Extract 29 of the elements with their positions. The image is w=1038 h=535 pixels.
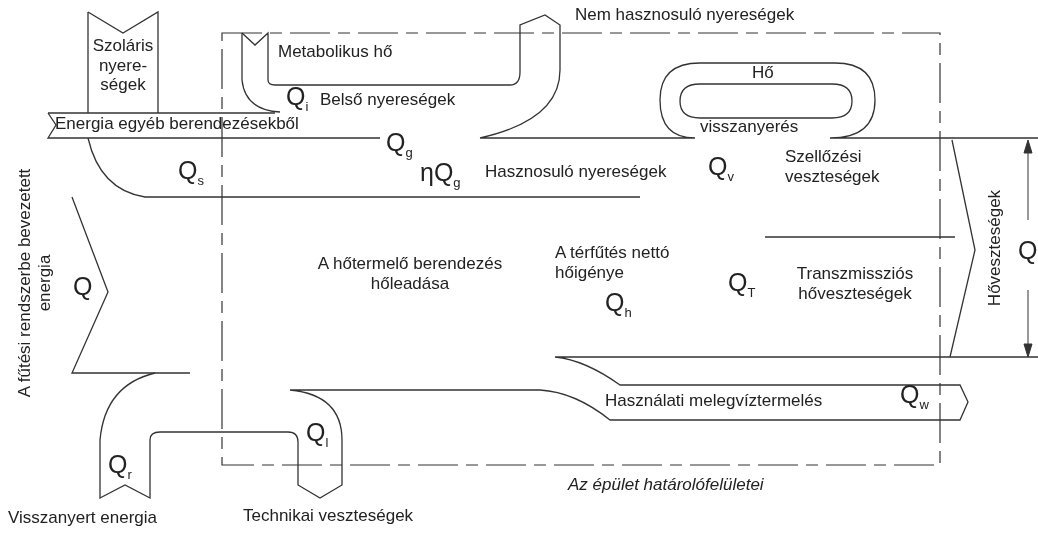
flow-label: Hasznosuló nyereségek — [485, 162, 667, 182]
quantity-symbol: Q$_{w}$ — [900, 380, 929, 413]
quantity-symbol: Q$_{h}$ — [605, 288, 632, 321]
quantity-symbol: Q$_{r}$ — [108, 450, 132, 483]
quantity-symbol: Q$_{v}$ — [708, 152, 734, 185]
quantity-symbol: ηQ$_{g}$ — [420, 158, 461, 191]
quantity-symbol: Q — [73, 272, 93, 301]
flow-label: A térfűtés nettó hőigénye — [555, 243, 671, 283]
flow-label: Technikai veszteségek — [243, 506, 414, 526]
quantity-symbol: Q$_{s}$ — [178, 156, 204, 189]
flow-label: Nem hasznosuló nyereségek — [575, 5, 795, 25]
flow-label: Szoláris nyere-ségek — [91, 36, 155, 95]
flow-label: A hőtermelő berendezés hőleadása — [316, 254, 504, 294]
vertical-label: A fűtési rendszerbe bevezetett energia — [15, 167, 55, 400]
flow-label: visszanyerés — [700, 117, 799, 137]
quantity-symbol: Q$_{l}$ — [306, 418, 329, 451]
flow-label: Belső nyereségek — [320, 90, 456, 110]
boundary-caption: Az épület határolófelületei — [568, 475, 764, 495]
quantity-symbol: Q$_{T}$ — [728, 268, 756, 301]
flow-label: Metabolikus hő — [278, 42, 393, 62]
quantity-symbol: Q$_{g}$ — [386, 128, 413, 161]
quantity-symbol: Q$_{i}$ — [286, 82, 309, 115]
flow-label: Szellőzési veszteségek — [785, 147, 881, 187]
quantity-symbol: Q — [1018, 236, 1038, 265]
flow-label: Visszanyert energia — [8, 508, 157, 528]
flow-label: Hő — [752, 63, 774, 83]
vertical-label: Hőveszteségek — [984, 188, 1006, 309]
flow-label: Használati melegvíztermelés — [605, 391, 823, 411]
flow-label: Transzmissziós hőveszteségek — [795, 264, 915, 304]
